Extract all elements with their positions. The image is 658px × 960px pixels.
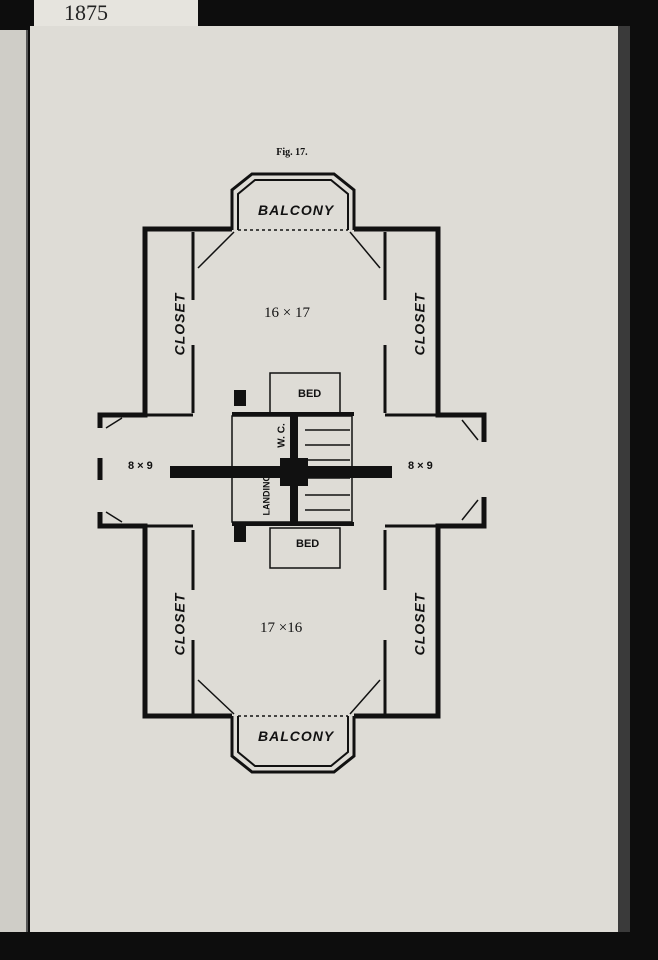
balcony-bottom-inner (237, 716, 349, 767)
outer-wall-top (97, 226, 232, 428)
closet-top-right-label: CLOSET (411, 292, 428, 356)
outer-wall-bottom-left (97, 512, 232, 719)
figure-caption: Fig. 17. (276, 147, 308, 158)
facing-page-edge (0, 30, 28, 932)
wc-label: W. C. (276, 423, 288, 448)
bed-bottom-label: BED (296, 538, 320, 550)
room-bottom-dimensions: 17 ×16 (260, 620, 303, 636)
room-top-dimensions: 16 × 17 (264, 305, 310, 321)
balcony-bottom-label: BALCONY (258, 728, 335, 744)
closet-bottom-left-label: CLOSET (171, 592, 188, 656)
balcony-top-outline (230, 172, 356, 230)
archive-number-label: 1875 (34, 0, 198, 26)
balcony-bottom-outline (230, 716, 356, 774)
balcony-top-inner (237, 179, 349, 230)
closet-bottom-right-label: CLOSET (411, 592, 428, 656)
book-page (30, 26, 618, 932)
bed-top-label: BED (298, 388, 322, 400)
wing-left-dimensions: 8 × 9 (128, 460, 153, 472)
wing-right-dimensions: 8 × 9 (408, 460, 433, 472)
balcony-top-label: BALCONY (258, 202, 335, 218)
landing-label: LANDING (261, 474, 272, 516)
book-binding-edge (618, 26, 630, 932)
closet-top-left-label: CLOSET (171, 292, 188, 356)
